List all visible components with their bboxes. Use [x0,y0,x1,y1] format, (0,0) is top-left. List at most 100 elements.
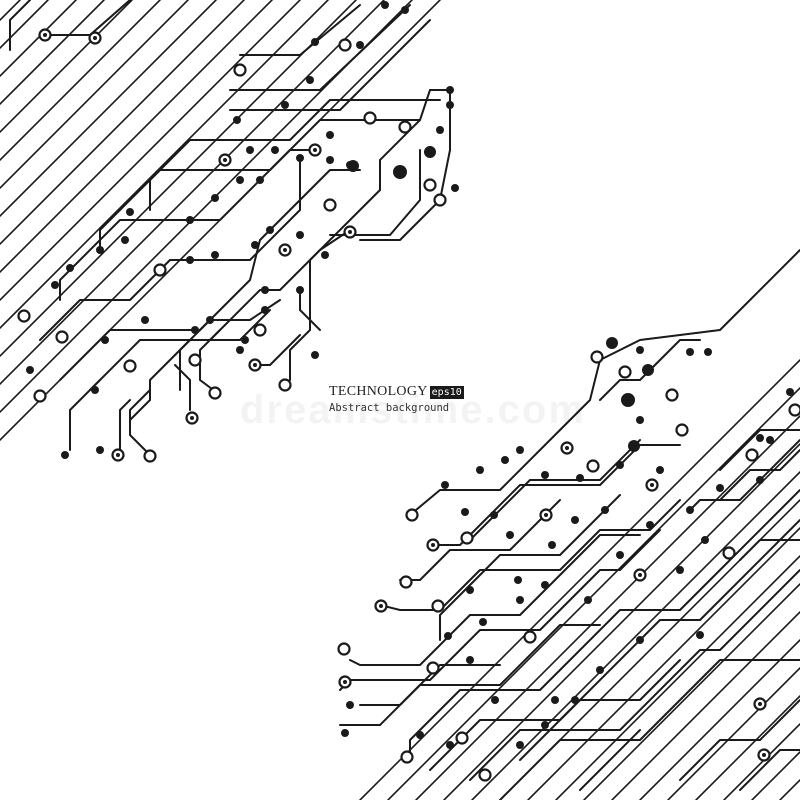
via-center [758,702,762,706]
solder-dot [51,281,59,289]
circuit-trace [439,494,621,641]
circuit-trace [359,359,800,800]
label-block: TECHNOLOGY eps10 Abstract background [329,384,464,414]
via-ring [590,350,604,364]
solder-dot [281,101,289,109]
via-ring [722,546,736,560]
solder-dot [506,531,514,539]
via-ring [426,661,440,675]
solder-dot [186,216,194,224]
via-ring [398,120,412,134]
circuit-trace [579,729,641,791]
via-ring [188,353,202,367]
via-ring [460,531,474,545]
circuit-trace [779,779,800,800]
solder-dot [306,76,314,84]
circuit-trace [739,749,800,791]
circuit-trace [723,723,800,800]
solder-dot [446,741,454,749]
via-ring [405,508,419,522]
solder-dot [326,131,334,139]
solder-dot [441,481,449,489]
solder-dot [191,326,199,334]
circuit-trace [429,519,800,771]
solder-dot [501,456,509,464]
circuit-trace [359,664,501,706]
solder-dot [514,576,522,584]
circuit-trace [0,0,21,21]
solder-dot [251,241,259,249]
solder-dot [616,461,624,469]
solder-dot [701,536,709,544]
solder-dot [186,256,194,264]
via-ring [745,448,759,462]
circuit-trace [199,329,221,396]
solder-dot [321,251,329,259]
via-ring [338,38,352,52]
solder-dot [347,160,359,172]
solder-dot [211,194,219,202]
circuit-trace [0,0,217,217]
circuit-trace [739,539,800,561]
solder-dot [636,636,644,644]
solder-dot [616,551,624,559]
circuit-trace [469,439,641,541]
solder-dot [466,656,474,664]
via-center [343,680,347,684]
solder-dot [206,316,214,324]
circuit-trace [387,387,800,800]
via-center [348,230,352,234]
via-ring [618,365,632,379]
via-ring [433,193,447,207]
solder-dot [479,618,487,626]
solder-dot [66,264,74,272]
solder-dot [61,451,69,459]
circuit-trace [329,149,421,236]
circuit-trace [689,439,800,511]
circuit-trace [239,4,361,56]
solder-dot [642,364,654,376]
solder-dot [696,631,704,639]
via-ring [675,423,689,437]
circuit-trace [59,169,361,381]
solder-dot [636,346,644,354]
circuit-trace [119,399,131,451]
circuit-trace [99,119,421,251]
circuit-trace [719,449,800,501]
circuit-trace [639,639,800,800]
solder-dot [401,6,409,14]
circuit-trace [0,0,49,49]
solder-dot [476,466,484,474]
via-ring [323,198,337,212]
via-ring [788,403,800,417]
solder-dot [296,154,304,162]
circuit-trace [0,0,161,161]
via-ring [400,750,414,764]
solder-dot [91,386,99,394]
solder-dot [646,521,654,529]
solder-dot [381,1,389,9]
solder-dot [121,236,129,244]
solder-dot [101,336,109,344]
solder-dot [516,446,524,454]
via-ring [423,178,437,192]
solder-dot [756,434,764,442]
circuit-trace [0,0,245,245]
title-text: TECHNOLOGY [329,384,428,399]
via-ring [455,731,469,745]
solder-dot [686,506,694,514]
circuit-trace [0,0,385,385]
solder-dot [490,511,498,519]
via-center [223,158,227,162]
via-center [379,604,383,608]
circuit-trace [379,499,681,611]
solder-dot [246,146,254,154]
circuit-trace [695,695,800,800]
solder-dot [271,146,279,154]
circuit-trace [719,429,800,471]
solder-dot [716,484,724,492]
via-ring [278,378,292,392]
solder-dot [444,632,452,640]
solder-dot [261,286,269,294]
